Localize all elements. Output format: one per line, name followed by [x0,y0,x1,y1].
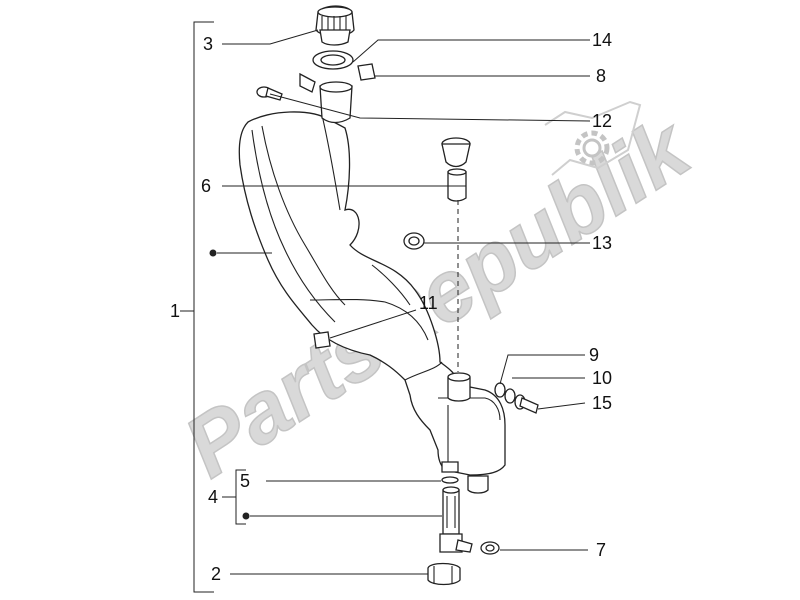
callout-labels: 1 2 3 4 5 6 7 8 9 10 11 12 13 14 15 [170,30,612,584]
callout-12: 12 [592,111,612,131]
callout-9: 9 [589,345,599,365]
callout-1: 1 [170,301,180,321]
gasket-ring [312,50,354,70]
hose-fitting [439,486,473,553]
filler-cap [315,5,355,46]
hose-clamp-7 [480,541,500,555]
callout-7: 7 [596,540,606,560]
leader-lines [180,21,591,593]
callout-8: 8 [596,66,606,86]
washer-10 [504,388,516,404]
callout-15: 15 [592,393,612,413]
callout-5: 5 [240,471,250,491]
callout-11: 11 [419,293,438,313]
callout-10: 10 [592,368,612,388]
hose-clamp-2 [427,562,461,586]
clip-nut-8 [357,63,376,81]
watermark-flag-outline [544,100,642,176]
o-ring [441,476,459,484]
washer-9 [494,382,506,398]
callout-dot [242,512,250,520]
screw-12 [256,86,283,101]
grommet [403,232,425,250]
expansion-tank [238,72,506,494]
callout-6: 6 [201,176,211,196]
callout-13: 13 [592,233,612,253]
gear-icon [574,130,610,166]
callout-dot [209,249,217,257]
callout-14: 14 [592,30,612,50]
callout-2: 2 [211,564,221,584]
hose-plug [441,137,471,202]
clip-11 [313,331,331,349]
screw-15 [514,394,539,414]
callout-4: 4 [208,487,218,507]
bracket-1 [193,21,214,593]
callout-3: 3 [203,34,213,54]
